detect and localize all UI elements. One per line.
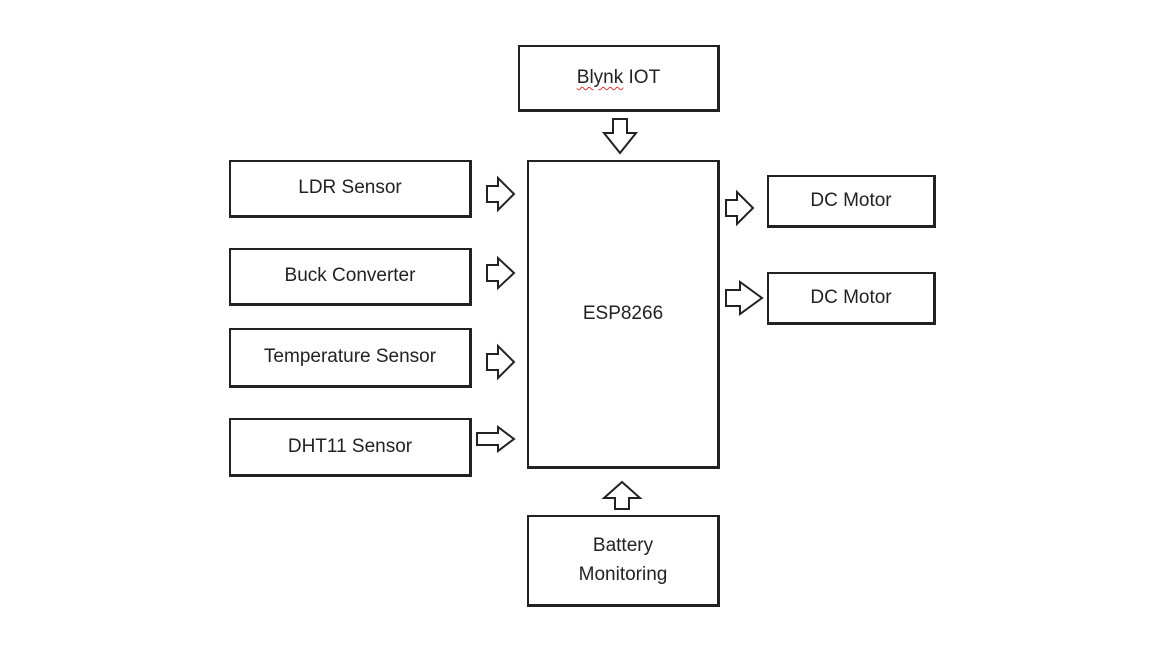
ldr-sensor-label: LDR Sensor [298,177,402,199]
arrow-dht11-to-esp [476,425,516,453]
arrow-ldr-to-esp [486,175,516,213]
buck-converter-label: Buck Converter [284,265,416,287]
arrow-esp-to-motor-1 [725,189,755,227]
battery-monitoring-label: Battery Monitoring [579,532,668,589]
dc-motor-label-1: DC Motor [810,189,892,211]
arrow-esp-to-motor-2 [725,280,764,316]
dc-motor-label-2: DC Motor [810,286,892,308]
esp8266-block: ESP8266 [527,160,720,469]
dc-motor-block-2: DC Motor [767,272,936,325]
temperature-sensor-label: Temperature Sensor [263,346,437,368]
blynk-suffix: IOT [623,66,661,88]
blynk-name: Blynk [576,66,624,88]
battery-line: Battery [592,535,654,556]
dht11-sensor-block: DHT11 Sensor [229,418,472,477]
battery-monitoring-block: Battery Monitoring [527,515,720,607]
ldr-sensor-block: LDR Sensor [229,160,472,218]
arrow-blynk-to-esp [601,118,639,155]
arrow-temperature-to-esp [486,343,516,381]
blynk-iot-block: Blynk IOT [518,45,720,112]
arrow-battery-to-esp [601,480,643,510]
dc-motor-block-1: DC Motor [767,175,936,228]
arrow-buck-to-esp [486,255,516,291]
monitoring-line: Monitoring [578,563,668,585]
dht11-sensor-label: DHT11 Sensor [287,435,413,457]
temperature-sensor-block: Temperature Sensor [229,328,472,388]
blynk-iot-label: Blynk IOT [577,64,660,93]
buck-converter-block: Buck Converter [229,248,472,306]
esp8266-label: ESP8266 [582,302,664,324]
